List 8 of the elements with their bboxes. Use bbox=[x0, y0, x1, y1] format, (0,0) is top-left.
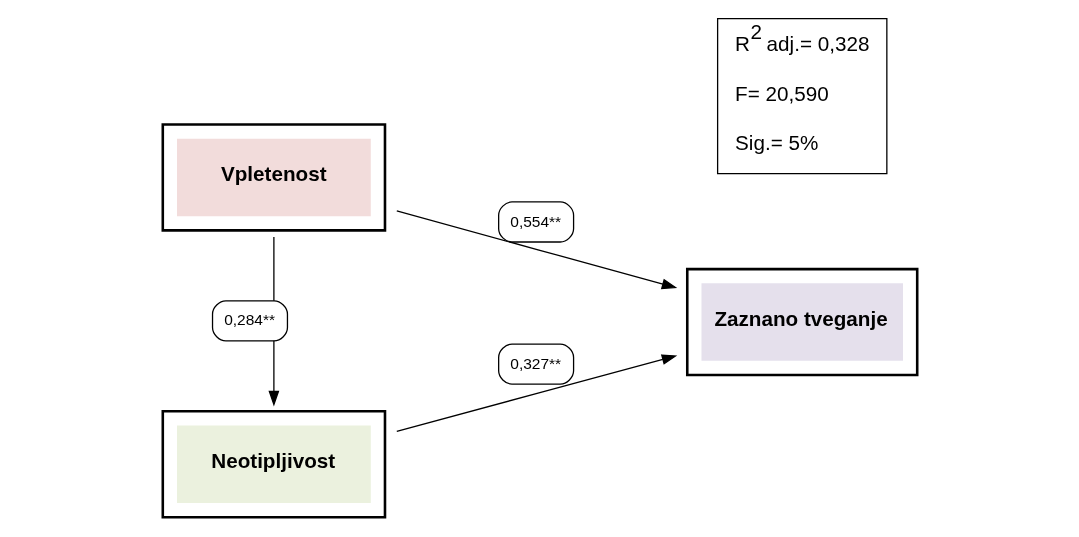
node-box: Neotipljivost bbox=[161, 409, 386, 519]
arrow bbox=[395, 354, 677, 432]
edge-label: 0,284** bbox=[223, 311, 275, 329]
node-box: Vpletenost bbox=[161, 123, 386, 232]
edge-label: 0,327** bbox=[509, 354, 561, 372]
edge-label: 0,554** bbox=[509, 212, 561, 230]
node-box: Zaznano tveganje bbox=[685, 267, 918, 377]
arrow bbox=[395, 210, 677, 290]
